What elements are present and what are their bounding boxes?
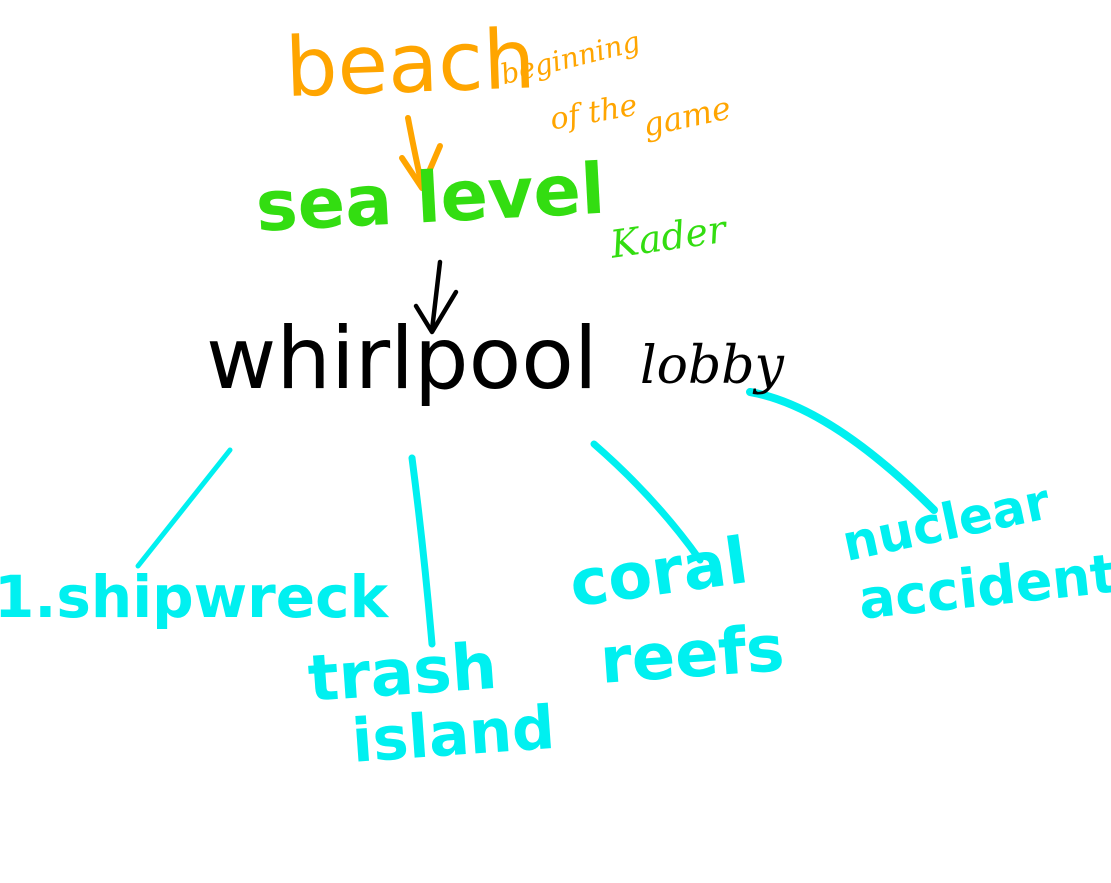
node-trash-line-2: island xyxy=(349,692,558,777)
branch-line-nuclear-accident xyxy=(746,388,938,514)
arrow-beach-to-sea-level xyxy=(399,115,443,191)
branch-line-shipwreck xyxy=(135,447,233,569)
note-lobby: lobby xyxy=(640,336,784,396)
node-sea-level: sea level xyxy=(253,147,607,248)
branch-line-trash-island xyxy=(408,454,436,648)
node-whirlpool: whirlpool xyxy=(206,309,598,409)
node-coral-line-2: reefs xyxy=(597,612,787,699)
node-shipwreck: 1.shipwreck xyxy=(0,563,389,631)
arrow-sea-level-to-whirlpool xyxy=(413,259,459,335)
branch-line-coral-reefs xyxy=(590,440,704,564)
